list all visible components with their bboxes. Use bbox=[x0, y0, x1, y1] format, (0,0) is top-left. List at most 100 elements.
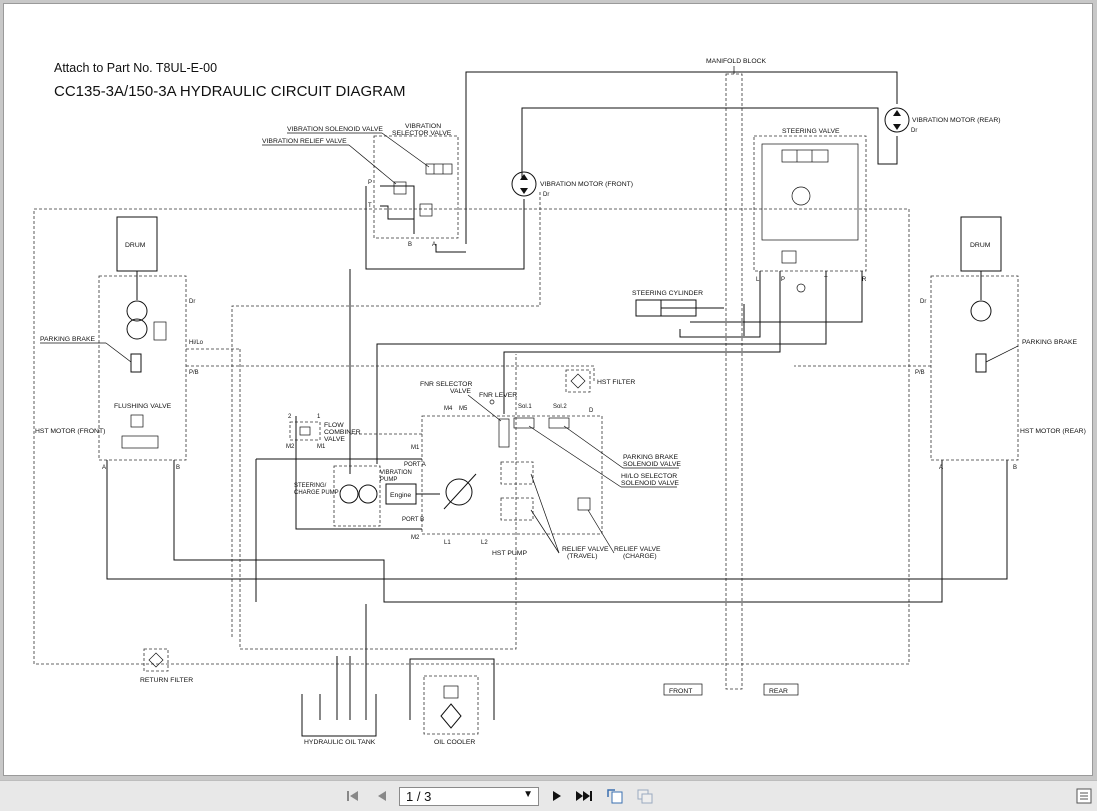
hst-motor-front-upper bbox=[126, 300, 148, 322]
fnr-selector-label-1: FNR SELECTOR bbox=[420, 381, 472, 388]
flushing-valve-label: FLUSHING VALVE bbox=[114, 403, 172, 410]
front-label: FRONT bbox=[669, 688, 692, 695]
flow-combiner-m2: M2 bbox=[286, 444, 295, 450]
hst-pump bbox=[445, 478, 473, 506]
relief-travel-label-1: RELIEF VALVE bbox=[562, 546, 609, 553]
oil-cooler-label: OIL COOLER bbox=[434, 739, 475, 746]
vibration-selector-valve-box bbox=[373, 135, 459, 239]
hst-l2: L2 bbox=[481, 540, 488, 546]
vibration-relief-valve-label: VIBRATION RELIEF VALVE bbox=[262, 138, 347, 145]
port-b-text: PORT B bbox=[402, 517, 424, 523]
rotate-icon bbox=[607, 789, 623, 804]
manifold-block bbox=[725, 73, 743, 690]
hydraulic-oil-tank bbox=[302, 694, 376, 736]
hst-l1: L1 bbox=[444, 540, 451, 546]
chevron-down-icon: ▼ bbox=[523, 789, 533, 800]
front-a-label: A bbox=[102, 465, 106, 471]
steering-orbitrol bbox=[791, 186, 811, 206]
rear-marker bbox=[763, 683, 799, 696]
return-filter-label: RETURN FILTER bbox=[140, 677, 193, 684]
engine-label: Engine bbox=[390, 492, 411, 499]
fnr-lever bbox=[489, 399, 495, 405]
relief-valve-travel-upper bbox=[500, 461, 534, 485]
rear-pb-label: P/B bbox=[915, 370, 925, 376]
port-t-label: T bbox=[368, 203, 372, 209]
hst-pump-box bbox=[421, 415, 603, 535]
hst-pump-label: HST PUMP bbox=[492, 550, 527, 557]
hst-m5: M5 bbox=[459, 406, 468, 412]
relief-valve-travel-lower bbox=[500, 497, 534, 521]
hst-d: D bbox=[589, 408, 594, 414]
vibration-selector-valve-label-2: SELECTOR VALVE bbox=[392, 130, 452, 137]
first-page-button[interactable] bbox=[343, 787, 363, 805]
hst-filter-label: HST FILTER bbox=[597, 379, 635, 386]
vibration-selector-valve-label-1: VIBRATION bbox=[405, 123, 441, 130]
hydraulic-oil-tank-label: HYDRAULIC OIL TANK bbox=[304, 739, 376, 746]
port-a-label: A bbox=[432, 242, 436, 248]
return-line-loop bbox=[33, 208, 910, 665]
vibration-pump-label-1: VIBRATION bbox=[380, 470, 412, 476]
steering-valve-label: STEERING VALVE bbox=[782, 128, 840, 135]
side-panel-button[interactable] bbox=[1074, 787, 1094, 805]
vibration-pump bbox=[358, 484, 378, 504]
parking-brake-solenoid-label-1: PARKING BRAKE bbox=[623, 454, 678, 461]
page-selector[interactable]: 1 / 3 ▼ bbox=[399, 787, 539, 806]
steering-spool bbox=[781, 149, 829, 163]
front-b-label: B bbox=[176, 465, 180, 471]
hilo-selector-label-1: HI/LO SELECTOR bbox=[621, 473, 677, 480]
flow-combiner-valve bbox=[289, 421, 321, 441]
steering-charge-pump bbox=[339, 484, 359, 504]
vibration-rear-dr-label: Dr bbox=[911, 128, 917, 134]
parking-brake-right-label: PARKING BRAKE bbox=[1022, 339, 1077, 346]
fnr-selector-valve bbox=[498, 418, 510, 448]
rotate-button[interactable] bbox=[605, 787, 625, 805]
last-page-button[interactable] bbox=[574, 787, 594, 805]
parking-brake-rear bbox=[975, 353, 987, 373]
drum-right-label: DRUM bbox=[970, 242, 991, 249]
rear-a-label: A bbox=[939, 465, 943, 471]
relief-charge-label-1: RELIEF VALVE bbox=[614, 546, 661, 553]
vibration-motor-front bbox=[511, 171, 537, 197]
last-page-icon bbox=[576, 791, 592, 801]
hst-motor-front-box bbox=[98, 275, 187, 461]
steering-charge-pump-label-2: CHARGE PUMP bbox=[294, 490, 339, 496]
parking-brake-front bbox=[130, 353, 142, 373]
previous-page-button[interactable] bbox=[372, 787, 392, 805]
hst-motor-front-label: HST MOTOR (FRONT) bbox=[35, 428, 105, 435]
vibration-relief-valve bbox=[393, 181, 407, 195]
viewer-toolbar: 1 / 3 ▼ bbox=[0, 780, 1097, 811]
port-b-label: B bbox=[408, 242, 412, 248]
hilo-selector-label-2: SOLENOID VALVE bbox=[621, 480, 679, 487]
hst-motor-front-lower bbox=[126, 318, 148, 340]
next-page-button[interactable] bbox=[547, 787, 567, 805]
first-page-icon bbox=[347, 791, 358, 801]
hst-filter bbox=[565, 369, 591, 393]
vibration-front-dr-label: Dr bbox=[543, 192, 549, 198]
flow-combiner-m1: M1 bbox=[317, 444, 326, 450]
return-filter bbox=[143, 648, 169, 672]
page-selector-value: 1 / 3 bbox=[406, 789, 432, 804]
vibration-motor-rear-label: VIBRATION MOTOR (REAR) bbox=[912, 117, 1001, 124]
flow-combiner-label-2: COMBINER bbox=[324, 429, 361, 436]
copy-button[interactable] bbox=[635, 787, 655, 805]
fnr-selector-label-2: VALVE bbox=[450, 388, 471, 395]
relief-travel-label-2: (TRAVEL) bbox=[567, 553, 597, 560]
next-page-icon bbox=[553, 791, 561, 801]
rear-label: REAR bbox=[769, 688, 788, 695]
flushing-valve bbox=[121, 435, 159, 449]
oil-cooler bbox=[440, 703, 462, 729]
hilo-selector-solenoid-valve bbox=[513, 417, 535, 429]
hydraulic-circuit-diagram: Attach to Part No. T8UL-E-00 CC135-3A/15… bbox=[33, 58, 1086, 746]
parking-brake-left-label: PARKING BRAKE bbox=[40, 336, 95, 343]
copy-icon bbox=[637, 789, 653, 804]
steering-port-r: R bbox=[862, 277, 867, 283]
oil-cooler-box bbox=[423, 675, 479, 735]
document-viewer: Attach to Part No. T8UL-E-00 CC135-3A/15… bbox=[0, 0, 1097, 780]
hst-motor-rear-label: HST MOTOR (REAR) bbox=[1020, 428, 1086, 435]
steering-charge-pump-label-1: STEERING/ bbox=[294, 483, 327, 489]
steering-charge-pump-box bbox=[333, 465, 381, 527]
hst-motor-rear bbox=[970, 300, 992, 322]
sol2-label: Sol.2 bbox=[553, 404, 567, 410]
port-a-text: PORT A bbox=[404, 462, 426, 468]
side-panel-icon bbox=[1076, 788, 1092, 804]
